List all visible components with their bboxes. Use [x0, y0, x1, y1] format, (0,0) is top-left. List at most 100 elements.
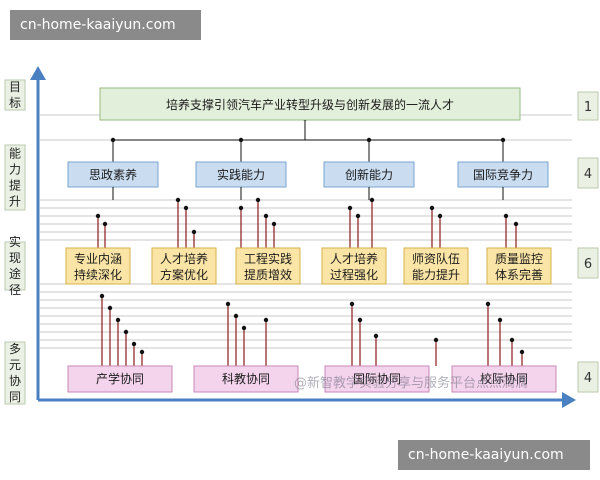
path-label-line2: 过程强化: [330, 267, 378, 282]
junction-node: [107, 305, 113, 311]
path-label-line1: 工程实践: [244, 251, 292, 266]
path-box: [321, 247, 387, 285]
side-label-char: 实: [9, 234, 21, 249]
ability-label: 创新能力: [345, 167, 393, 182]
x-axis-arrow: [562, 392, 576, 408]
junction-node: [255, 197, 261, 203]
path-box: [151, 247, 217, 285]
junction-node: [241, 325, 247, 331]
ability-label: 实践能力: [217, 167, 265, 182]
collab-box: [193, 365, 299, 393]
path-label-line2: 方案优化: [160, 267, 208, 282]
side-label-char: 标: [9, 96, 21, 110]
junction-node: [95, 213, 101, 219]
collab-box: [451, 365, 557, 393]
junction-node: [238, 205, 244, 211]
count-box: [577, 247, 599, 279]
side-label-char: 同: [9, 390, 21, 404]
junction-node: [102, 221, 108, 227]
side-label-char: 元: [9, 358, 21, 372]
side-label-box: [4, 144, 26, 211]
junction-node: [429, 205, 435, 211]
path-label-line1: 人才培养: [160, 251, 208, 266]
path-label-line2: 体系完善: [495, 267, 543, 282]
path-label-line2: 提质增效: [244, 267, 292, 282]
ability-label: 思政素养: [89, 167, 137, 182]
junction-node: [123, 329, 129, 335]
junction-node: [509, 337, 515, 343]
junction-node: [263, 213, 269, 219]
junction-node: [225, 301, 231, 307]
path-box: [486, 247, 552, 285]
junction-node: [349, 301, 355, 307]
junction-node: [139, 349, 145, 355]
side-label-box: [4, 341, 26, 405]
junction-node: [238, 137, 244, 143]
side-label-char: 径: [9, 283, 21, 297]
collab-label: 产学协同: [96, 371, 144, 386]
junction-node: [233, 313, 239, 319]
junction-node: [357, 317, 363, 323]
credit-watermark: @新智教学实验分享与服务平台点点滴滴: [294, 376, 529, 391]
junction-node: [263, 317, 269, 323]
junction-node: [369, 197, 375, 203]
watermark-top: cn-home-kaaiyun.com: [10, 10, 201, 40]
junction-node: [175, 197, 181, 203]
side-label-box: [4, 79, 26, 111]
goal-label: 培养支撑引领汽车产业转型升级与创新发展的一流人才: [166, 97, 454, 112]
junction-node: [503, 213, 509, 219]
junction-node: [485, 301, 491, 307]
path-box: [403, 247, 469, 285]
junction-node: [366, 137, 372, 143]
ability-label: 国际竞争力: [473, 168, 533, 182]
path-label-line2: 能力提升: [412, 267, 460, 282]
watermark-bottom: cn-home-kaaiyun.com: [398, 440, 590, 470]
collab-box: [324, 365, 430, 393]
count-label: 4: [584, 371, 592, 386]
junction-node: [519, 349, 525, 355]
side-label-char: 协: [9, 373, 21, 388]
count-box: [577, 361, 599, 393]
goal-box: [99, 87, 521, 121]
y-axis-arrow: [30, 66, 46, 80]
junction-node: [110, 137, 116, 143]
side-label-char: 升: [9, 195, 21, 209]
junction-node: [437, 213, 443, 219]
junction-node: [271, 221, 277, 227]
collab-label: 国际协同: [353, 371, 401, 386]
junction-node: [433, 337, 439, 343]
junction-node: [513, 221, 519, 227]
junction-node: [99, 293, 105, 299]
junction-node: [500, 137, 506, 143]
side-label-char: 多: [9, 342, 21, 356]
junction-node: [497, 317, 503, 323]
ability-box: [67, 161, 159, 188]
count-box: [577, 91, 599, 121]
collab-label: 校际协同: [480, 371, 528, 386]
count-label: 1: [584, 100, 592, 115]
junction-node: [131, 341, 137, 347]
junction-node: [183, 205, 189, 211]
side-label-char: 力: [9, 163, 21, 177]
collab-box: [67, 365, 173, 393]
path-box: [65, 247, 131, 285]
side-label-char: 目: [9, 80, 21, 94]
count-label: 4: [584, 167, 592, 182]
junction-node: [115, 317, 121, 323]
path-label-line2: 持续深化: [74, 267, 122, 282]
path-label-line1: 质量监控: [495, 252, 543, 266]
junction-node: [191, 229, 197, 235]
collab-label: 科教协同: [222, 371, 270, 386]
count-label: 6: [584, 257, 592, 272]
side-label-char: 现: [9, 251, 21, 265]
junction-node: [373, 333, 379, 339]
junction-node: [347, 205, 353, 211]
path-label-line1: 专业内涵: [74, 251, 122, 266]
path-label-line1: 人才培养: [330, 251, 378, 266]
path-box: [235, 247, 301, 285]
side-label-char: 能: [9, 147, 21, 161]
count-box: [577, 157, 599, 189]
side-label-char: 途: [9, 266, 21, 281]
side-label-char: 提: [9, 178, 21, 193]
